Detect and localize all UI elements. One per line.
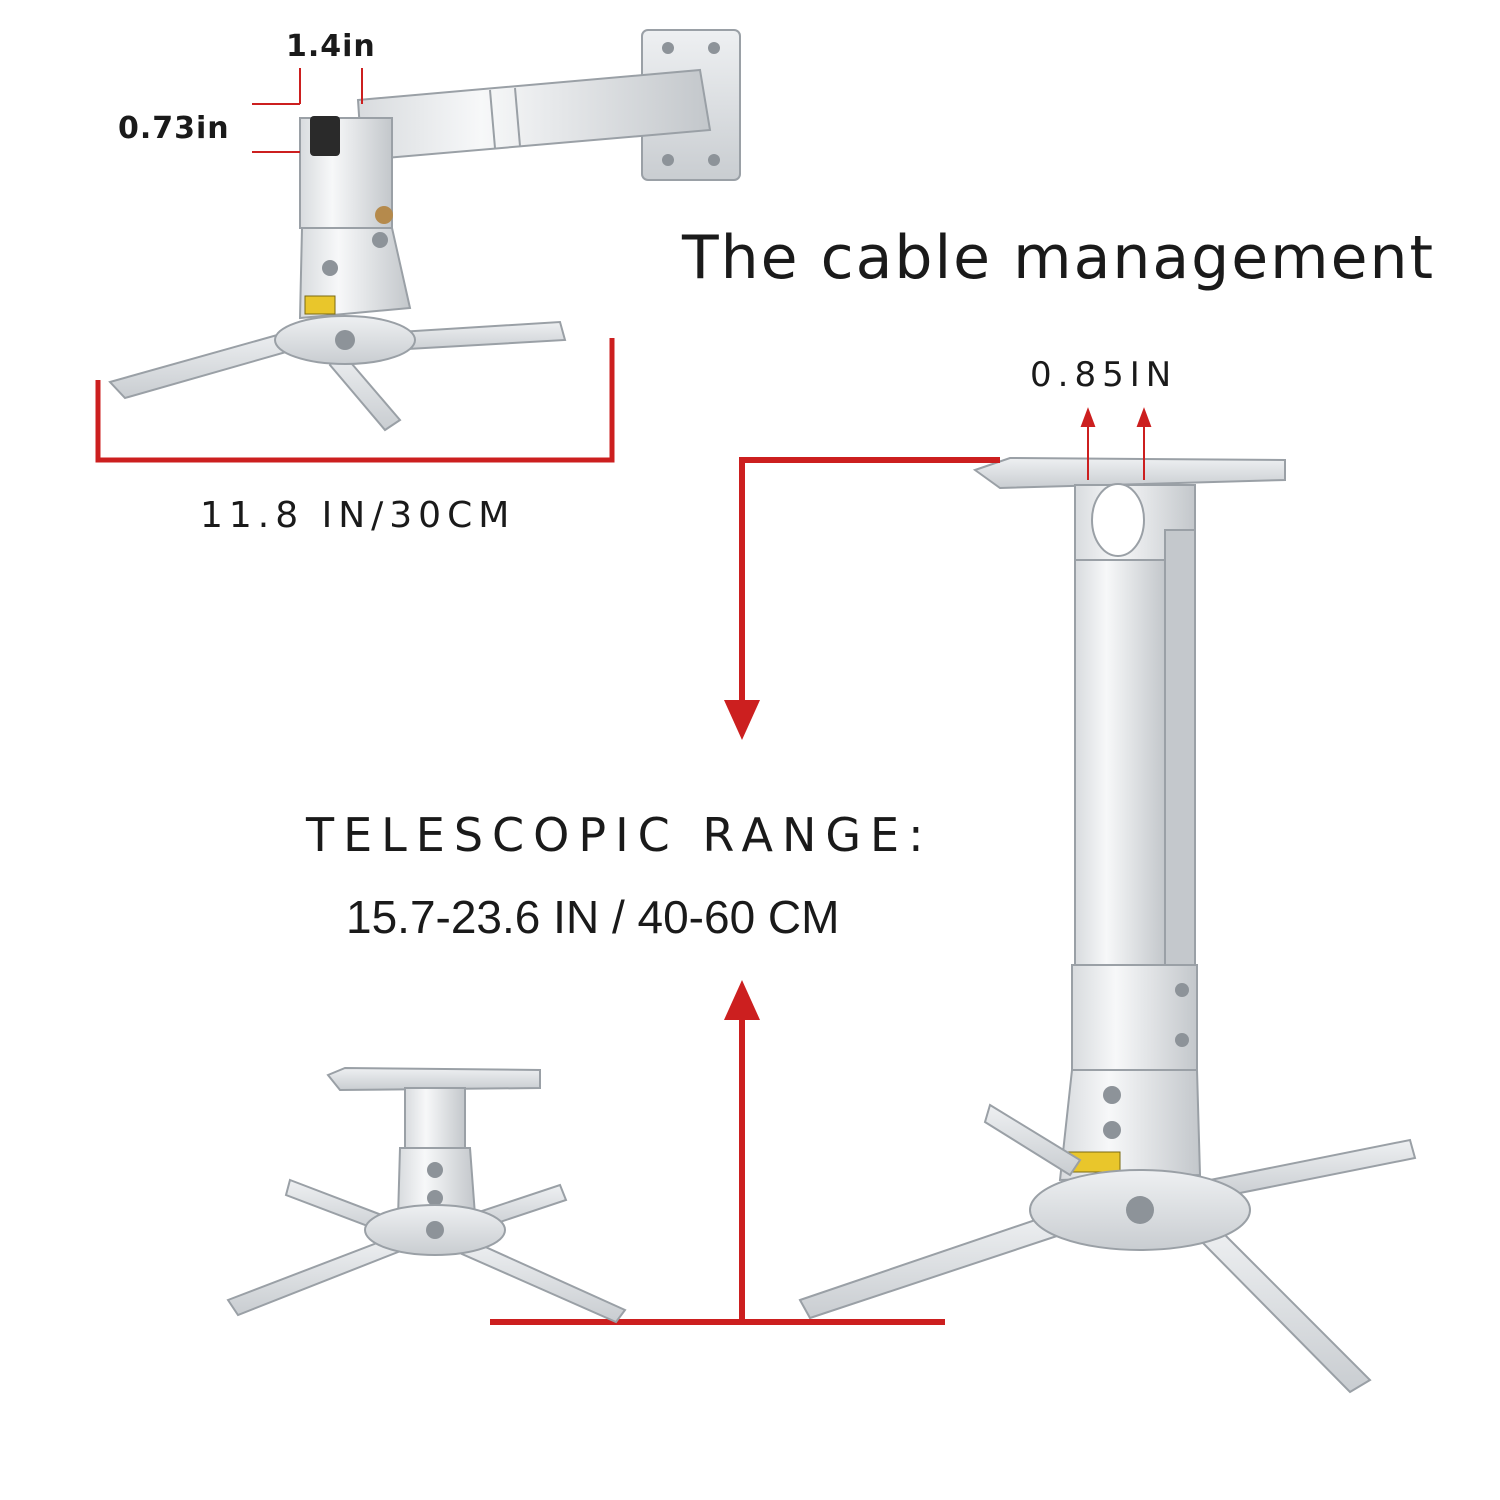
small-dimension-markers	[252, 68, 363, 153]
tube-width-arrows	[1080, 407, 1152, 480]
cable-management-title: The cable management	[682, 223, 1436, 293]
ceiling-mount-retracted-drawing	[226, 1066, 627, 1324]
wall-mount-drawing	[108, 29, 741, 432]
telescopic-range-arrows	[490, 457, 1000, 1325]
width-label-11-8in: 11.8 IN/30CM	[200, 495, 516, 536]
height-label-1-4in: 1.4in	[286, 29, 376, 64]
width-bracket	[95, 338, 615, 463]
height-label-0-73in: 0.73in	[118, 111, 230, 146]
tube-width-label-0-85in: 0.85IN	[1030, 355, 1178, 395]
ceiling-mount-extended-drawing	[798, 456, 1417, 1394]
telescopic-range-heading: TELESCOPIC RANGE:	[306, 808, 933, 862]
telescopic-range-value: 15.7-23.6 IN / 40-60 CM	[346, 891, 840, 943]
